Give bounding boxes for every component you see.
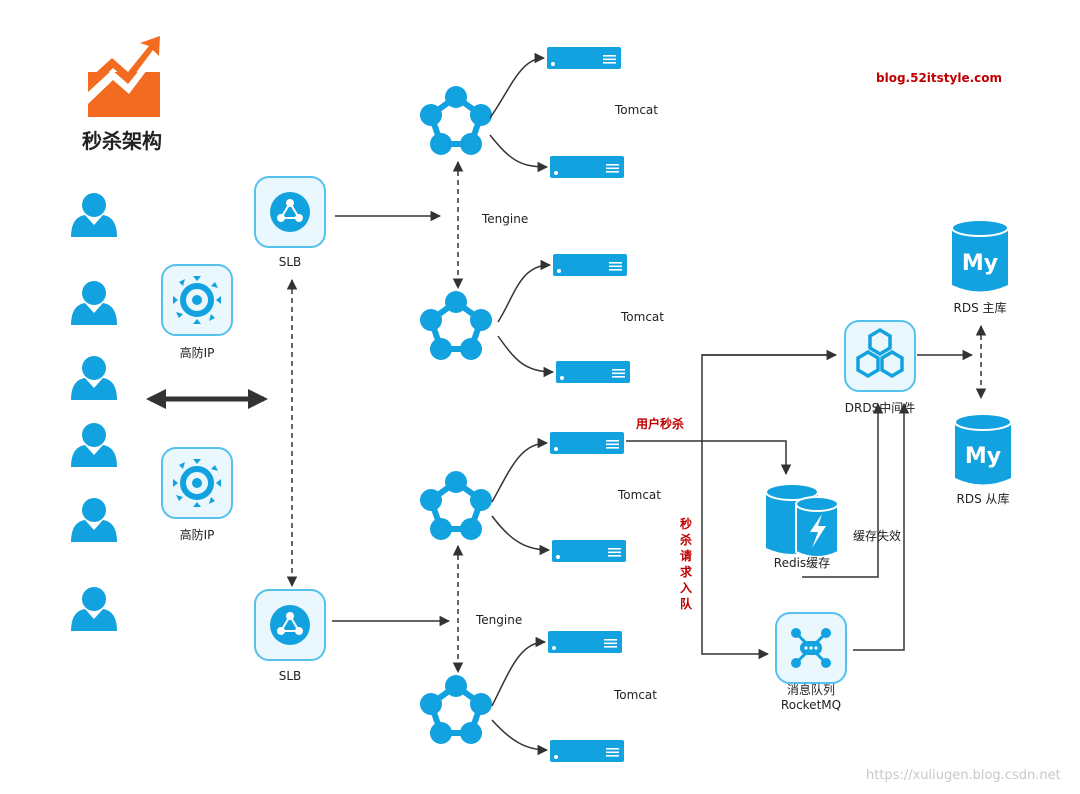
server-rack-icon [550, 432, 624, 454]
tomcat-to-redis-link [626, 440, 792, 476]
rds-logo: My [965, 444, 1001, 469]
tengine-cluster-icon [420, 291, 492, 360]
redis-label: Redis缓存 [774, 556, 830, 570]
tengine-cluster-icon [420, 675, 492, 744]
hexagon-cluster-icon [856, 327, 904, 379]
server-rack-icon [550, 156, 624, 178]
tomcat-label: Tomcat [617, 488, 661, 502]
slb-node: SLB [254, 589, 326, 683]
cache-invalid-label: 缓存失效 [853, 528, 901, 543]
rds-master-node: My RDS 主库 [951, 219, 1009, 315]
cache-invalid-link [802, 402, 884, 578]
tengine-label: Tengine [481, 212, 528, 226]
blog-url: blog.52itstyle.com [876, 71, 1002, 85]
anti-ddos-label: 高防IP [180, 345, 215, 360]
tengine-to-tomcat-link [491, 719, 549, 756]
anti-ddos-label: 高防IP [180, 527, 215, 542]
slb-label: SLB [279, 255, 302, 269]
load-balancer-icon [270, 192, 310, 232]
tengine-to-tomcat-link [491, 437, 549, 503]
enqueue-char: 秒 [680, 516, 692, 531]
tengine-label: Tengine [475, 613, 522, 627]
watermark: https://xuliugen.blog.csdn.net [866, 768, 1061, 783]
anti-ddos-node: 高防IP [161, 447, 233, 542]
user-icon [71, 356, 117, 400]
trend-chart-icon [88, 36, 160, 117]
load-balancer-icon [270, 605, 310, 645]
enqueue-char: 求 [680, 564, 693, 579]
anti-ddos-node: 高防IP [161, 264, 233, 360]
drds-node: DRDS中间件 [844, 320, 916, 415]
server-rack-icon [547, 47, 621, 69]
enqueue-char: 请 [680, 548, 692, 563]
server-rack-icon [550, 740, 624, 762]
tengine-cluster-icon [420, 471, 492, 540]
user-icon [71, 587, 117, 631]
server-rack-icon [552, 540, 626, 562]
slb-node: SLB [254, 176, 326, 269]
mq-to-drds-link [853, 402, 910, 651]
logo: 秒杀架构 [82, 36, 162, 153]
mq-label-line1: 消息队列 [787, 682, 835, 697]
user-icon [71, 193, 117, 237]
enqueue-label: 秒 杀 请 求 入 队 [680, 516, 693, 611]
server-rack-icon [553, 254, 627, 276]
enqueue-char: 入 [680, 581, 692, 595]
rds-logo: My [962, 251, 998, 276]
user-icon [71, 281, 117, 325]
tengine-to-tomcat-link [489, 134, 549, 173]
tengine-to-tomcat-link [497, 335, 555, 378]
tengine-to-tomcat-link [497, 259, 552, 323]
mysql-database-icon: My [954, 413, 1012, 485]
mq-node: 消息队列 RocketMQ [775, 612, 847, 712]
mysql-database-icon: My [951, 219, 1009, 292]
users-column [71, 193, 117, 631]
rds-label: RDS 从库 [956, 491, 1009, 506]
mq-label-line2: RocketMQ [781, 698, 841, 712]
slb-label: SLB [279, 669, 302, 683]
enqueue-char: 杀 [680, 532, 692, 547]
message-queue-icon [791, 628, 831, 668]
diagram-title: 秒杀架构 [82, 129, 162, 153]
tengine-to-tomcat-link [491, 515, 551, 556]
tengine-cluster-icon [420, 86, 492, 155]
database-lightning-icon [765, 483, 839, 558]
user-icon [71, 498, 117, 542]
rds-label: RDS 主库 [953, 300, 1006, 315]
tomcat-label: Tomcat [620, 310, 664, 324]
tomcat-label: Tomcat [614, 103, 658, 117]
enqueue-char: 队 [680, 596, 693, 611]
tengine-to-tomcat-link [489, 52, 546, 119]
tomcat-label: Tomcat [613, 688, 657, 702]
redis-node: Redis缓存 [765, 483, 839, 570]
tengine-to-tomcat-link [491, 636, 547, 707]
rds-slave-node: My RDS 从库 [954, 413, 1012, 506]
server-rack-icon [556, 361, 630, 383]
user-icon [71, 423, 117, 467]
user-seckill-label: 用户秒杀 [635, 416, 684, 431]
server-rack-icon [548, 631, 622, 653]
